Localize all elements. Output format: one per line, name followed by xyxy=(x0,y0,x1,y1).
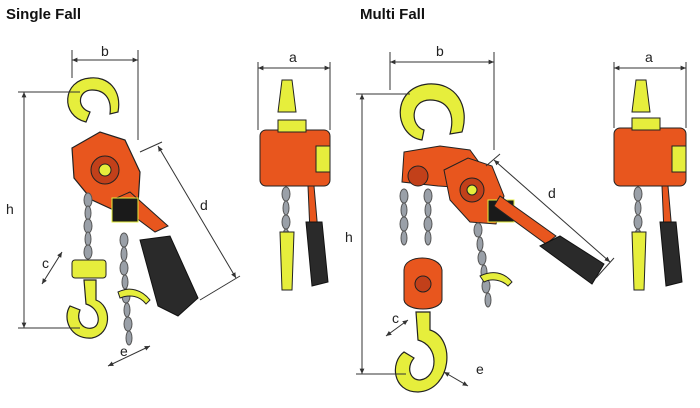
side-top-hook xyxy=(277,79,297,113)
dimension-e-multi xyxy=(443,371,469,387)
dimension-label-b-multi: b xyxy=(436,43,444,59)
dimension-a-multi xyxy=(613,62,687,128)
multi-fall-front-view: b h c d e xyxy=(345,43,615,393)
dimension-a-single xyxy=(257,62,331,130)
multi-side-handle xyxy=(659,221,683,287)
top-hook xyxy=(67,77,120,123)
multi-side-top-hook xyxy=(631,79,651,113)
dimension-label-h-multi: h xyxy=(345,229,353,245)
dimension-d-multi xyxy=(485,153,615,279)
dimension-c-multi xyxy=(385,319,409,337)
multi-lever-handle xyxy=(539,235,605,285)
dimension-label-a-single: a xyxy=(289,49,297,65)
dimension-label-b-single: b xyxy=(101,43,109,59)
multi-fall-side-view: a xyxy=(613,49,687,291)
dimension-d-single xyxy=(139,141,241,301)
multi-bottom-hook xyxy=(394,311,448,393)
dimension-c-single xyxy=(41,251,63,285)
dimension-h-single xyxy=(18,91,80,329)
dimension-b-single xyxy=(71,50,139,140)
lever-handle xyxy=(139,235,199,317)
bottom-hook xyxy=(66,279,109,339)
hand-chain xyxy=(119,232,133,346)
single-fall-front-view: b h c d e xyxy=(6,43,241,367)
multi-fall-title: Multi Fall xyxy=(360,6,425,23)
dimension-b-multi xyxy=(389,52,495,150)
dimension-label-c-single: c xyxy=(42,255,49,271)
dimension-label-c-multi: c xyxy=(392,310,399,326)
multi-side-bottom-hook xyxy=(631,231,647,291)
dimension-label-d-single: d xyxy=(200,197,208,213)
bottom-block xyxy=(71,259,107,279)
multi-top-hook xyxy=(399,83,465,141)
single-fall-title: Single Fall xyxy=(6,6,82,23)
dimension-label-e-single: e xyxy=(120,343,128,359)
dimension-label-h-single: h xyxy=(6,201,14,217)
dimension-label-d-multi: d xyxy=(548,185,556,201)
side-bottom-hook xyxy=(279,231,295,291)
dimension-label-a-multi: a xyxy=(645,49,653,65)
dimension-e-single xyxy=(107,345,151,367)
side-handle xyxy=(305,221,329,287)
dimension-h-multi xyxy=(356,93,410,375)
load-chain xyxy=(83,192,93,260)
single-fall-side-view: a xyxy=(257,49,331,291)
dimension-label-e-multi: e xyxy=(476,361,484,377)
